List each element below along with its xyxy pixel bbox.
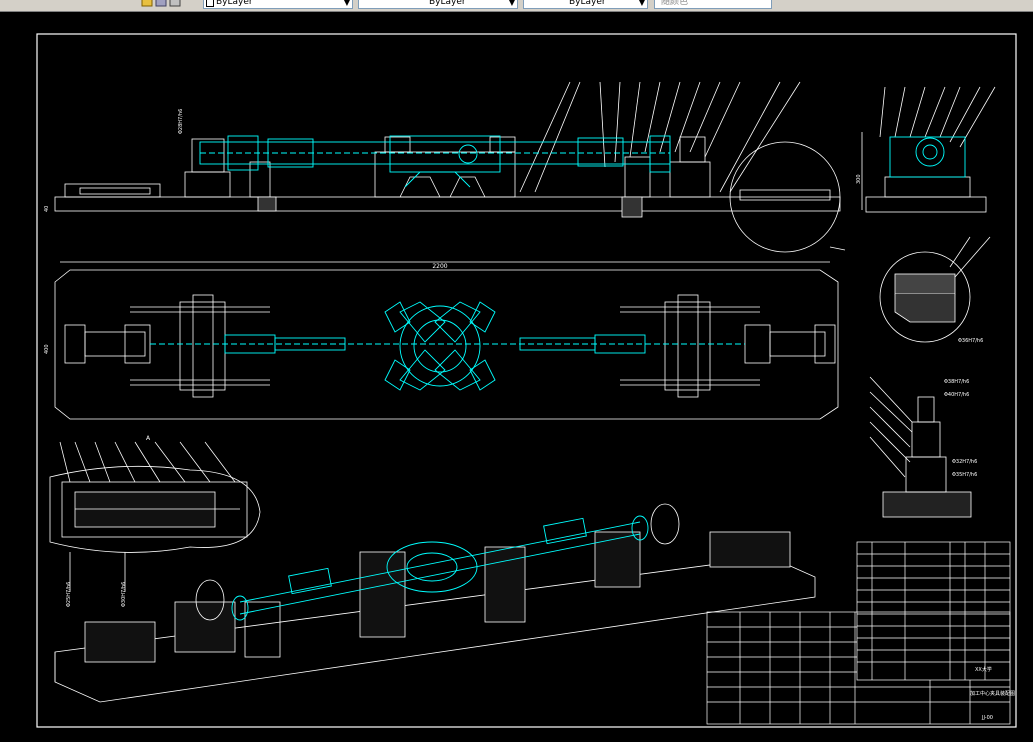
chevron-down-icon: ▼	[508, 0, 515, 7]
side-height-dim: 300	[856, 174, 862, 184]
detail-circle	[879, 236, 991, 343]
fit-label-4: Φ40H7/h6	[944, 392, 969, 398]
chevron-down-icon: ▼	[638, 0, 645, 7]
title-drawing-name: 加工中心夹具装配图	[970, 690, 1015, 697]
fit-label-5: Φ32H7/h6	[952, 459, 977, 465]
drawing-border	[36, 33, 1017, 728]
isometric-view	[54, 503, 816, 703]
overall-dim-label: 2200	[432, 263, 447, 270]
layer-dropdown[interactable]: ByLayer ▼	[203, 0, 353, 9]
toolbar-empty-area	[780, 0, 1033, 11]
layer-tools-icon[interactable]	[140, 0, 186, 9]
properties-toolbar: ByLayer ▼ ByLayer ▼ ByLayer ▼ 随颜色	[0, 0, 1033, 12]
isometric-shaft	[231, 515, 649, 621]
front-view-shaft	[199, 135, 671, 188]
fit-label-8: Φ30H7/h6	[121, 582, 127, 607]
lineweight-dropdown[interactable]: ByLayer ▼	[523, 0, 648, 9]
top-view-shaft	[150, 301, 745, 391]
drawing-canvas[interactable]: 2200 40 400 300 Φ28H7/h6 Φ36H7/h6 Φ38H7/…	[0, 12, 1033, 738]
fit-label-6: Φ35H7/h6	[952, 472, 977, 478]
title-drawing-no: JJ-00	[981, 715, 993, 721]
cad-drawing: 2200 40 400 300 Φ28H7/h6 Φ36H7/h6 Φ38H7/…	[36, 33, 1017, 728]
side-view-part	[889, 136, 966, 178]
parts-list	[856, 541, 1011, 681]
section-mark: A	[146, 435, 151, 442]
cylinder-section	[49, 441, 261, 592]
side-view	[861, 86, 996, 213]
title-school: XX大学	[975, 666, 992, 673]
fit-label-2: Φ36H7/h6	[958, 338, 983, 344]
plotstyle-dropdown: 随颜色	[654, 0, 772, 9]
top-height-dim: 400	[44, 344, 50, 354]
fit-label-7: Φ25H7/h6	[66, 582, 72, 607]
pin-detail	[869, 376, 972, 518]
fit-label-3: Φ38H7/h6	[944, 379, 969, 385]
title-block	[706, 611, 1011, 725]
color-swatch-icon	[206, 0, 214, 7]
chevron-down-icon: ▼	[343, 0, 350, 7]
fit-label-1: Φ28H7/h6	[178, 109, 184, 134]
front-height-dim: 40	[44, 206, 50, 212]
front-view	[54, 81, 846, 253]
linetype-dropdown[interactable]: ByLayer ▼	[358, 0, 518, 9]
top-view	[54, 261, 839, 420]
